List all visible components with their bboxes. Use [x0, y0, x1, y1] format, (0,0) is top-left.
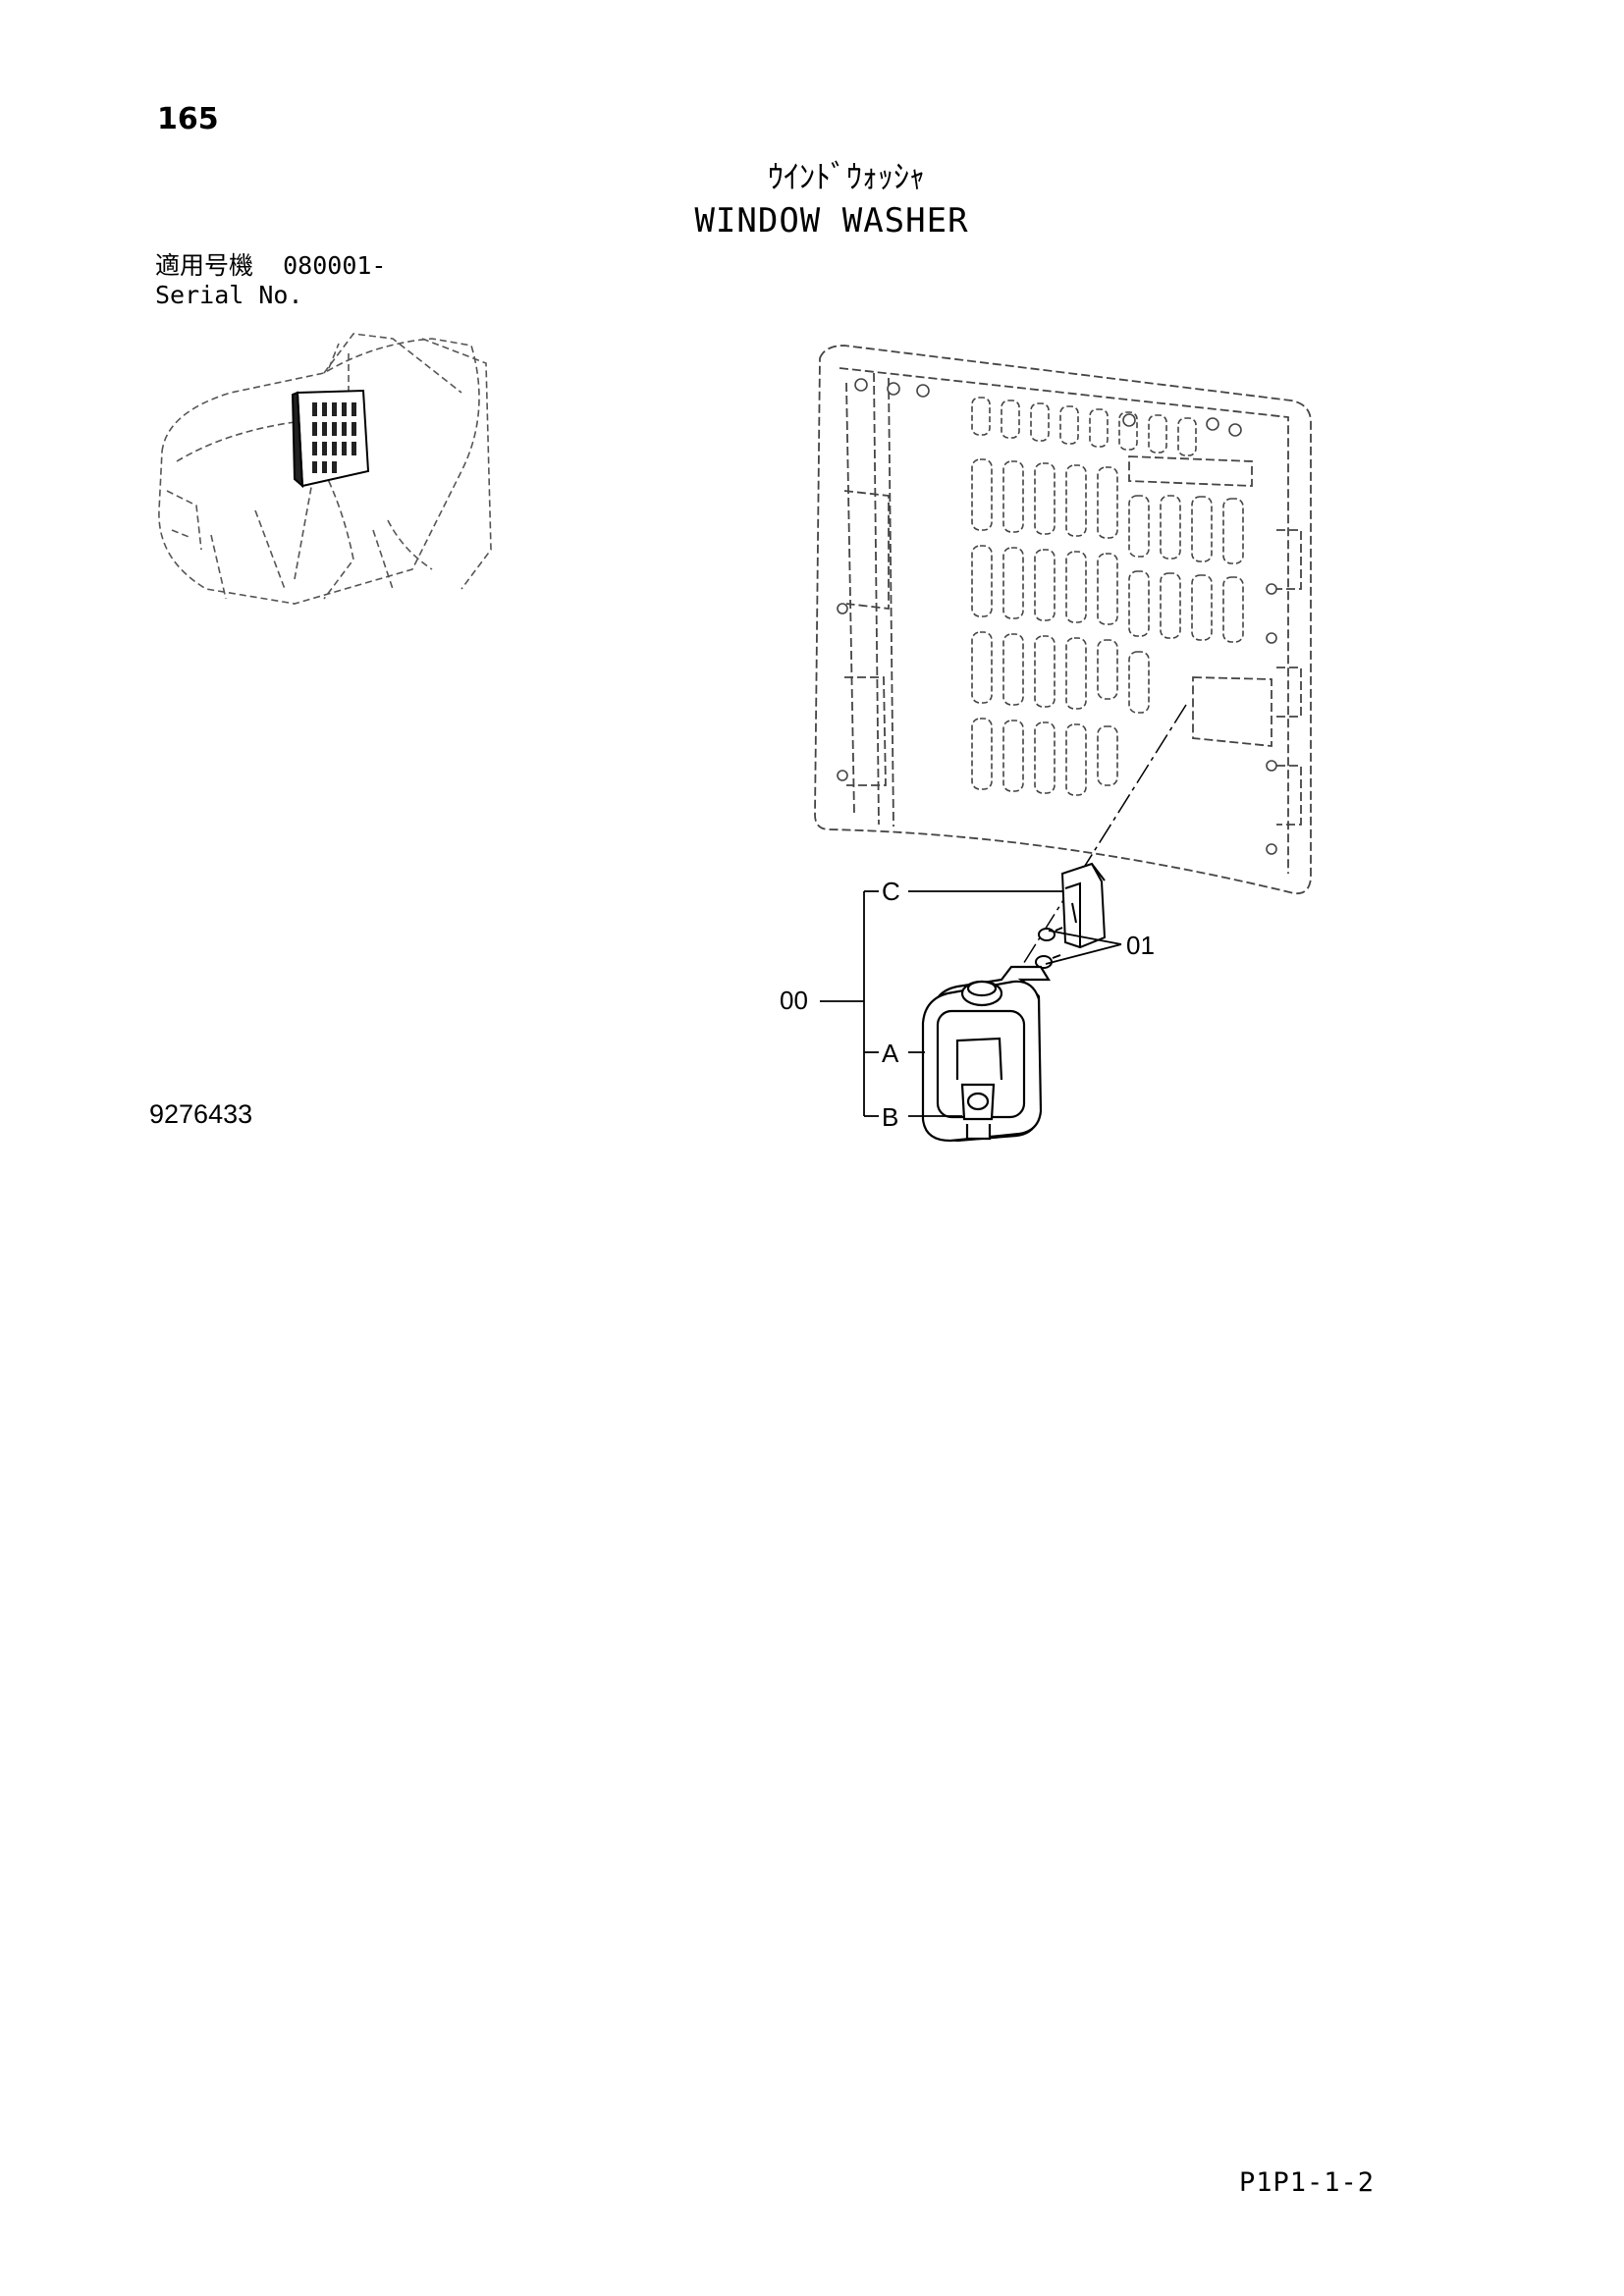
cover-panel: [814, 345, 1312, 895]
title-japanese: ｳｲﾝﾄﾞｳｫｯｼｬ: [767, 158, 925, 195]
serial-row-jp: 適用号機 080001-: [155, 251, 386, 281]
callout-leaders: [820, 890, 1122, 1117]
serial-value: 080001-: [283, 251, 387, 280]
washer-tank-part: [921, 965, 1051, 1143]
callout-c: C: [882, 877, 900, 906]
callout-00: 00: [780, 986, 808, 1015]
serial-label-jp: 適用号機: [155, 251, 254, 280]
locator-highlight-panel: [291, 389, 370, 489]
page-code: P1P1-1-2: [1239, 2167, 1376, 2198]
drawing-number: 9276433: [149, 1099, 253, 1129]
bolts-part: [1035, 927, 1063, 969]
callout-01: 01: [1126, 931, 1155, 960]
assembly-center-line: [993, 704, 1187, 1012]
title-block: ｳｲﾝﾄﾞｳｫｯｼｬ WINDOW WASHER: [0, 155, 1624, 243]
page-number: 165: [157, 102, 219, 136]
bracket-part: [1060, 862, 1107, 949]
serial-block: 適用号機 080001- Serial No.: [155, 251, 386, 310]
cover-vent-slots: [971, 397, 1244, 796]
serial-label-en: Serial No.: [155, 281, 303, 309]
callout-a: A: [882, 1039, 899, 1068]
callout-b: B: [882, 1102, 898, 1132]
cover-fasteners: [837, 378, 1277, 855]
title-english: WINDOW WASHER: [694, 201, 969, 240]
